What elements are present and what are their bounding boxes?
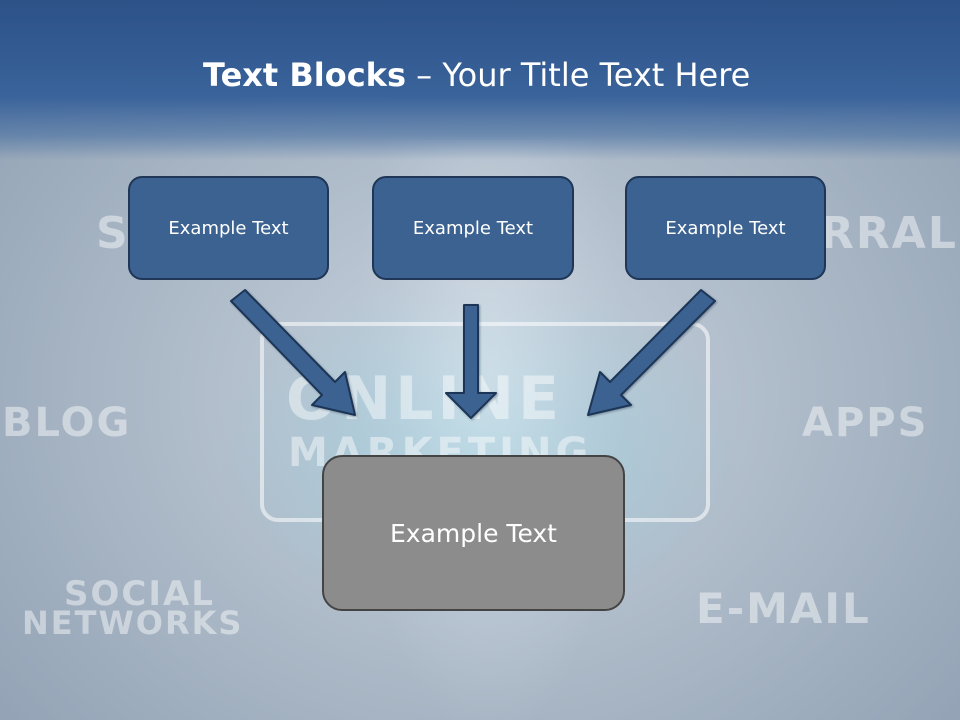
- text-block-3-label: Example Text: [665, 217, 786, 239]
- target-block[interactable]: Example Text: [322, 455, 625, 611]
- title-bold: Text Blocks: [203, 56, 406, 94]
- target-block-label: Example Text: [390, 518, 557, 548]
- bg-word-networks: NETWORKS: [22, 604, 244, 642]
- title-band: [0, 0, 960, 160]
- text-block-2-label: Example Text: [412, 217, 534, 239]
- slide-title: Text Blocks – Your Title Text Here: [203, 56, 750, 94]
- arrow-left: [230, 289, 356, 416]
- title-rest: – Your Title Text Here: [406, 56, 751, 94]
- text-block-1-label: Example Text: [168, 217, 289, 239]
- bg-word-apps: APPS: [802, 400, 929, 446]
- text-block-2[interactable]: Example Text: [372, 176, 574, 280]
- arrow-right: [587, 289, 716, 416]
- bg-word-social: SOCIAL: [64, 574, 215, 614]
- bg-word-blog: BLOG: [2, 400, 132, 446]
- bg-word-rral: RRAL: [820, 208, 958, 259]
- arrow-center: [445, 304, 497, 419]
- text-block-3[interactable]: Example Text: [625, 176, 826, 280]
- bg-word-email: E-MAIL: [696, 584, 871, 633]
- bg-word-s: S: [96, 208, 130, 259]
- text-block-1[interactable]: Example Text: [128, 176, 329, 280]
